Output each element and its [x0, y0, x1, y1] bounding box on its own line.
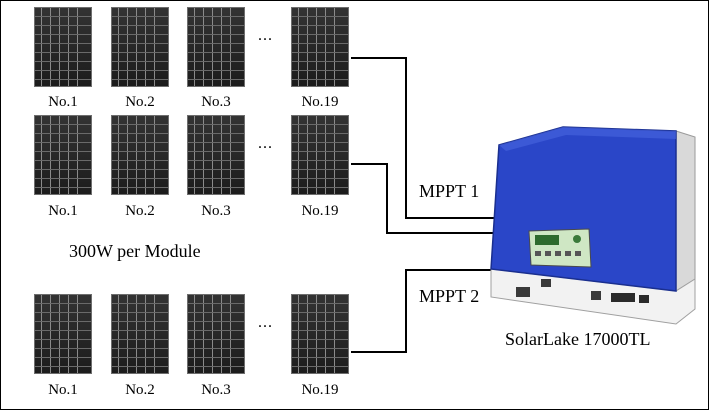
panel-label: No.19: [301, 94, 339, 110]
panel-label: No.2: [125, 203, 155, 219]
wire-string-3: [351, 351, 407, 353]
solar-panel: [291, 115, 349, 195]
panel-label: No.3: [201, 94, 231, 110]
panel-label: No.1: [48, 94, 78, 110]
solar-panel: [187, 7, 245, 87]
ellipsis: ...: [258, 135, 273, 152]
solar-panel: [187, 115, 245, 195]
module-power-label: 300W per Module: [69, 241, 201, 261]
solar-panel: [111, 115, 169, 195]
inverter-image: [490, 126, 696, 325]
panel-label: No.19: [301, 382, 339, 398]
panel-label: No.3: [201, 203, 231, 219]
wire-string-1: [405, 57, 407, 219]
mppt2-label: MPPT 2: [419, 286, 480, 306]
solar-panel: [187, 294, 245, 374]
panel-label: No.1: [48, 203, 78, 219]
panel-label: No.2: [125, 94, 155, 110]
solar-panel: [111, 294, 169, 374]
solar-panel: [34, 115, 92, 195]
solar-panel: [34, 294, 92, 374]
wire-string-1: [351, 57, 407, 59]
solar-panel: [111, 7, 169, 87]
solar-panel: [34, 7, 92, 87]
panel-label: No.2: [125, 382, 155, 398]
inverter-name: SolarLake 17000TL: [505, 329, 651, 349]
wire-string-3: [405, 269, 501, 271]
wire-string-2: [386, 163, 388, 234]
mppt1-label: MPPT 1: [419, 181, 480, 201]
ellipsis: ...: [258, 314, 273, 331]
wire-string-3: [405, 269, 407, 353]
panel-label: No.1: [48, 382, 78, 398]
wire-string-1: [405, 217, 505, 219]
wire-string-2: [351, 163, 388, 165]
solar-panel: [291, 7, 349, 87]
wire-string-2: [386, 232, 496, 234]
ellipsis: ...: [258, 27, 273, 44]
solar-panel: [291, 294, 349, 374]
panel-label: No.19: [301, 203, 339, 219]
panel-label: No.3: [201, 382, 231, 398]
